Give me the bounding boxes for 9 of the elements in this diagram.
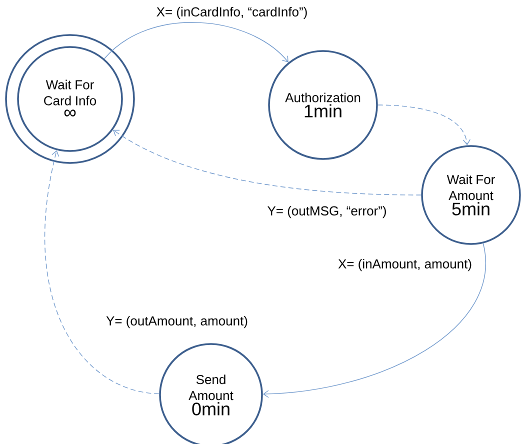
edge-label: X= (inAmount, amount)	[337, 258, 474, 272]
arrow	[104, 22, 288, 62]
edge-label: Y= (outAmount, amount)	[105, 314, 249, 330]
arrow	[113, 130, 422, 196]
edge-label: X= (inCardInfo, “cardInfo”)	[155, 6, 309, 20]
edge-label: Y= (outMSG, “error”)	[266, 204, 388, 220]
arrow	[44, 150, 160, 394]
arrow	[262, 243, 486, 398]
arrow	[378, 104, 471, 146]
